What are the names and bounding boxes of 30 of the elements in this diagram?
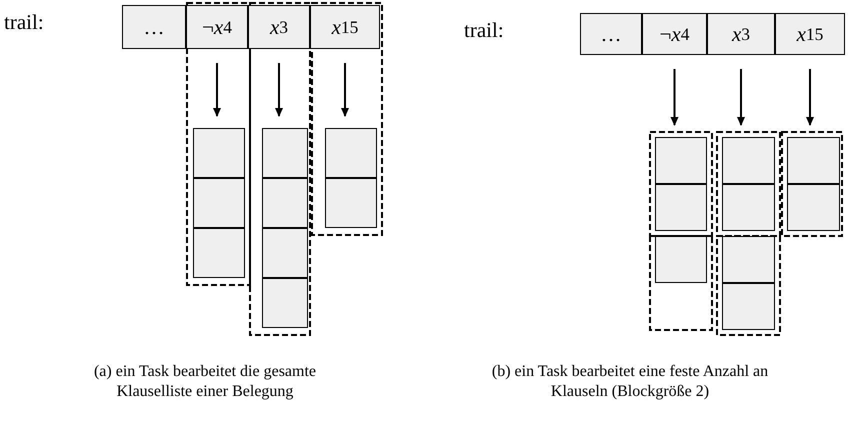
clause-box	[262, 178, 308, 228]
arrow	[341, 63, 349, 117]
caption: (a) ein Task bearbeitet die gesamte Klauselliste einer Belegung	[92, 362, 318, 402]
clause-box	[262, 128, 308, 178]
clause-box	[787, 137, 840, 184]
clause-box	[655, 137, 707, 184]
clause-box	[193, 228, 245, 278]
clause-box	[722, 184, 775, 231]
clause-box	[655, 184, 707, 231]
clause-box	[193, 128, 245, 178]
clause-box	[262, 278, 308, 328]
row-label: trail:	[4, 10, 44, 35]
clause-box	[787, 184, 840, 231]
clause-box	[722, 283, 775, 330]
arrow	[737, 69, 745, 126]
row-label: trail:	[464, 18, 504, 43]
clause-box	[262, 228, 308, 278]
arrow	[806, 69, 814, 126]
caption: (b) ein Task bearbeitet eine feste Anzahl an Klauseln (Blockgröße 2)	[490, 362, 770, 402]
trail-cell: …	[580, 13, 642, 55]
clause-box	[325, 178, 377, 228]
arrow	[670, 69, 678, 126]
arrow	[275, 63, 283, 117]
arrow	[213, 63, 221, 117]
clause-box	[325, 128, 377, 178]
clause-box	[722, 137, 775, 184]
trail-cell: …	[122, 5, 186, 49]
clause-box	[193, 178, 245, 228]
clause-box	[655, 236, 707, 283]
clause-box	[722, 236, 775, 283]
